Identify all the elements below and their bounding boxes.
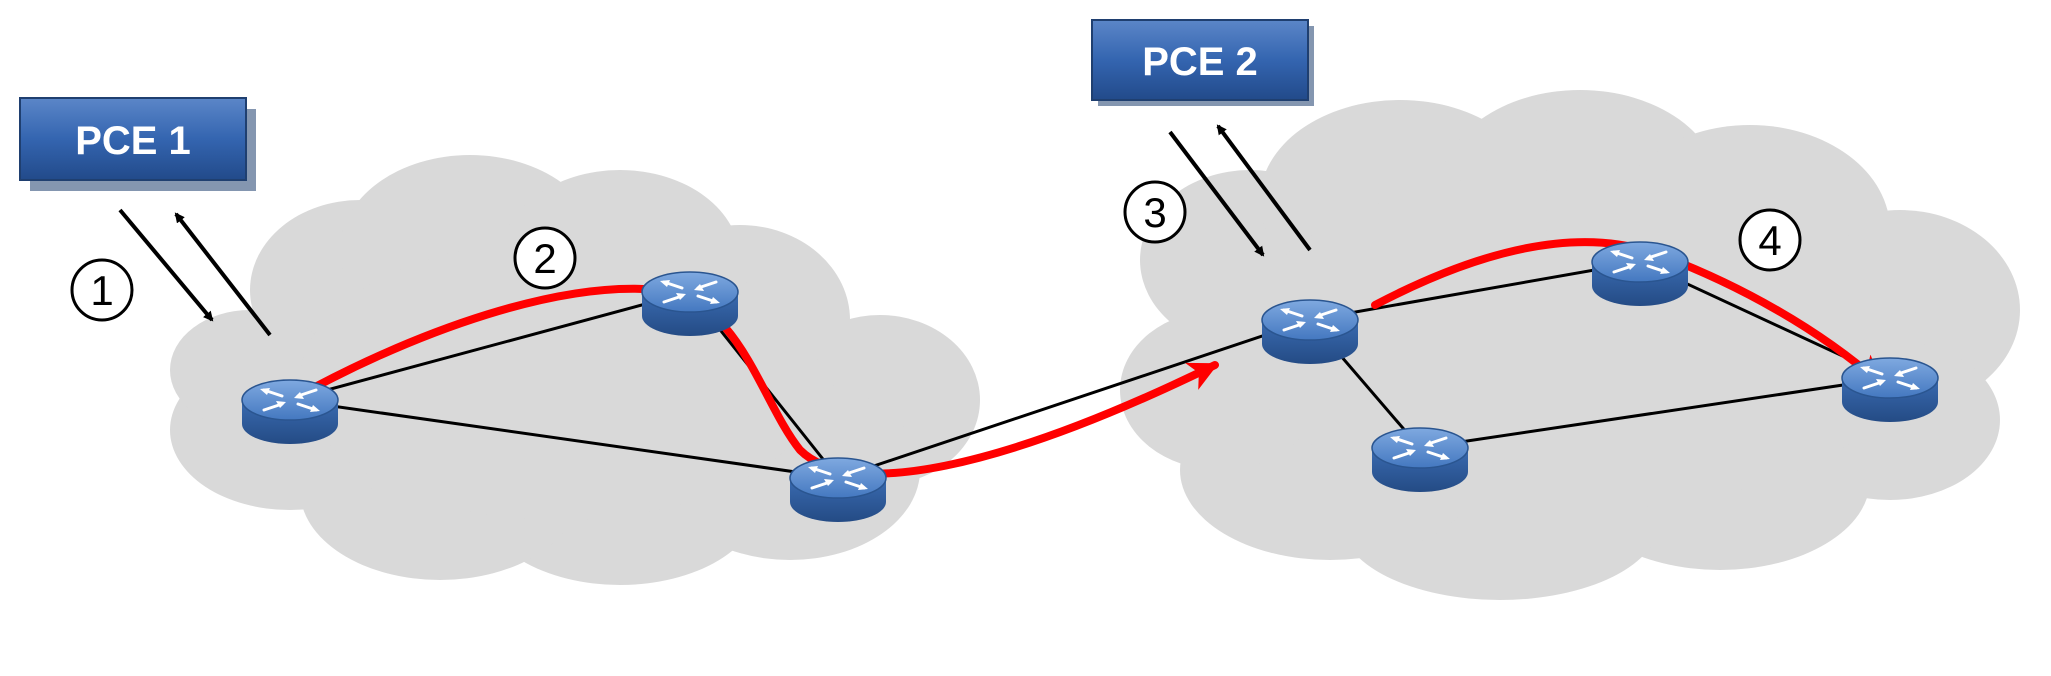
- router-a2-icon[interactable]: [641, 271, 739, 336]
- pce-1-request-arrow: [118, 208, 214, 322]
- router-a1-icon[interactable]: [241, 379, 339, 444]
- link-a1-a3: [289, 398, 839, 480]
- step-marker-1-label: 1: [90, 267, 113, 314]
- link-b3-b4: [1419, 376, 1891, 450]
- domain-1-cloud: [170, 155, 980, 585]
- step-marker-2-label: 2: [533, 235, 556, 282]
- step-marker-3-label: 3: [1143, 189, 1166, 236]
- pce-1-reply-arrow: [174, 212, 272, 337]
- router-a3-icon[interactable]: [789, 457, 887, 522]
- path-segment-domain-1: [296, 284, 1219, 478]
- step-marker-4-label: 4: [1758, 217, 1781, 264]
- link-a3-b1: [837, 318, 1311, 480]
- step-marker-1: 1: [70, 258, 134, 322]
- router-b1-icon[interactable]: [1261, 299, 1359, 364]
- router-b3-icon[interactable]: [1371, 427, 1469, 492]
- pce-message-arrows: [118, 124, 1312, 337]
- router-b2-icon[interactable]: [1591, 241, 1689, 306]
- step-marker-4: 4: [1738, 208, 1802, 272]
- link-a1-a2: [289, 290, 691, 402]
- link-b1-b2: [1309, 260, 1641, 322]
- pce-1-label: PCE 1: [75, 119, 191, 163]
- pce-1-box[interactable]: PCE 1: [19, 97, 256, 191]
- domain-2-cloud: [1120, 90, 2020, 600]
- pce-2-label: PCE 2: [1142, 40, 1258, 84]
- pce-2-reply-arrow: [1216, 124, 1312, 252]
- pce-2-box[interactable]: PCE 2: [1091, 19, 1314, 106]
- routers: [241, 241, 1939, 522]
- pce-2-request-arrow: [1168, 130, 1265, 257]
- step-marker-2: 2: [513, 226, 577, 290]
- router-b4-icon[interactable]: [1841, 357, 1939, 422]
- step-marker-3: 3: [1123, 180, 1187, 244]
